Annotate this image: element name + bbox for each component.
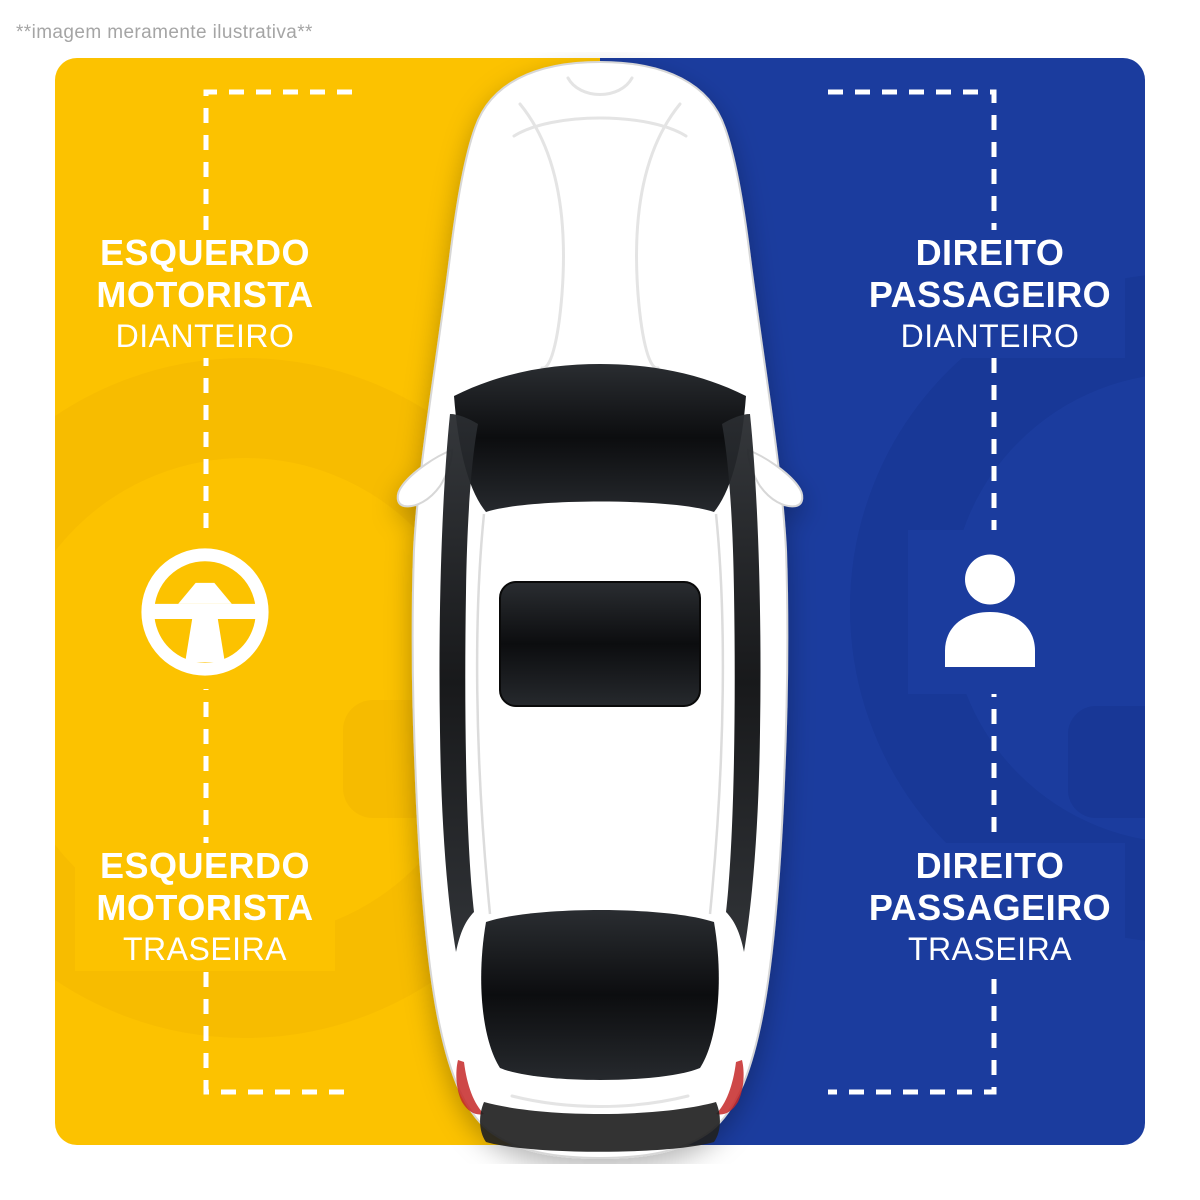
disclaimer-text: **imagem meramente ilustrativa**: [16, 22, 313, 43]
label-right-front: DIREITO PASSAGEIRO DIANTEIRO: [855, 230, 1125, 358]
label-line: PASSAGEIRO: [868, 274, 1112, 315]
label-right-rear: DIREITO PASSAGEIRO TRASEIRA: [855, 843, 1125, 971]
label-line: MOTORISTA: [96, 274, 314, 315]
label-line: ESQUERDO: [99, 232, 311, 273]
label-line: PASSAGEIRO: [868, 887, 1112, 928]
label-line: MOTORISTA: [96, 887, 314, 928]
label-left-rear: ESQUERDO MOTORISTA TRASEIRA: [75, 843, 335, 971]
label-line: DIANTEIRO: [900, 318, 1080, 354]
label-line: DIANTEIRO: [115, 318, 295, 354]
steering-wheel-icon: [128, 535, 282, 689]
label-line: TRASEIRA: [907, 931, 1073, 967]
watermark-square-yellow: [343, 700, 461, 818]
label-line: TRASEIRA: [122, 931, 288, 967]
watermark-square-blue: [1068, 706, 1145, 818]
label-line: DIREITO: [915, 845, 1065, 886]
label-line: ESQUERDO: [99, 845, 311, 886]
person-icon: [908, 530, 1072, 694]
label-line: DIREITO: [915, 232, 1065, 273]
label-left-front: ESQUERDO MOTORISTA DIANTEIRO: [75, 230, 335, 358]
